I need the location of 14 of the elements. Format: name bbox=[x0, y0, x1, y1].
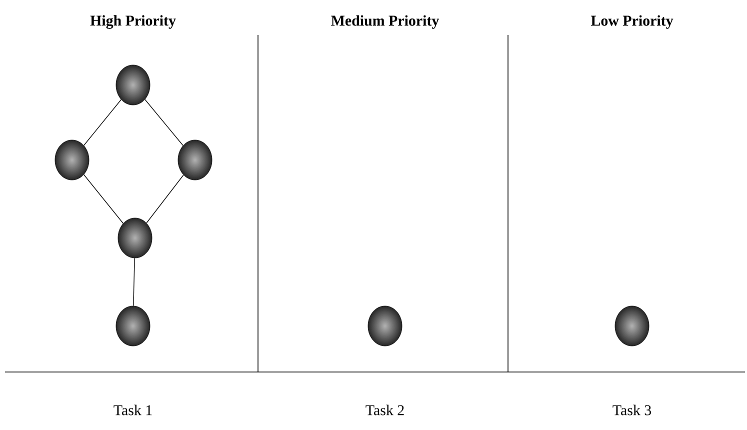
node-circle bbox=[54, 140, 90, 180]
connector-line bbox=[133, 258, 135, 306]
connector-line bbox=[144, 99, 184, 146]
node-circle bbox=[614, 306, 650, 346]
connector-line bbox=[146, 174, 184, 224]
node-circle bbox=[368, 306, 402, 346]
column-heading: Low Priority bbox=[590, 15, 674, 29]
connector-line bbox=[84, 99, 122, 146]
column-heading: Medium Priority bbox=[331, 15, 440, 29]
connector-line bbox=[83, 174, 124, 224]
node-circle bbox=[116, 64, 150, 106]
node-circle bbox=[178, 140, 212, 180]
node-circle bbox=[118, 218, 152, 258]
node-circle bbox=[116, 306, 150, 346]
